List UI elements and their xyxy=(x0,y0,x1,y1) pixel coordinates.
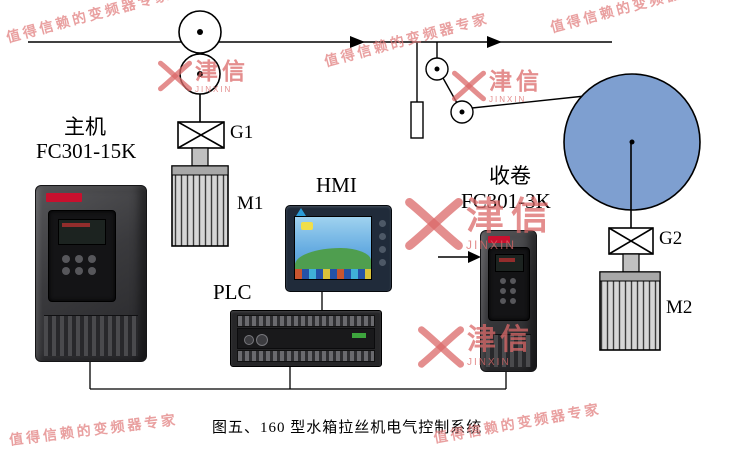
winder-label: 收卷 xyxy=(489,164,531,188)
danfoss-logo-band xyxy=(488,236,510,243)
motor1-label: M1 xyxy=(237,193,264,214)
main-inverter-keypad xyxy=(62,255,70,263)
plc-status-led xyxy=(352,333,366,338)
control-wiring xyxy=(89,290,507,390)
gearbox2-label: G2 xyxy=(659,228,683,249)
main-inverter-fc301-15k xyxy=(35,185,147,362)
hmi-touch-panel xyxy=(285,205,392,292)
gearbox1-label: G1 xyxy=(230,122,254,143)
winder-model: FC301-3K xyxy=(461,189,551,213)
hmi-screen-toolbar xyxy=(295,269,371,279)
main-inverter-heatsink xyxy=(44,315,138,356)
motor-m1 xyxy=(171,165,229,247)
hmi-screen xyxy=(294,216,372,280)
main-inverter-control-panel xyxy=(48,210,116,302)
winder-inverter-display xyxy=(495,254,524,272)
winder-inverter-fc301-3k xyxy=(480,230,537,372)
main-inverter-display xyxy=(58,219,106,245)
gearbox-g2 xyxy=(608,227,654,273)
winder-inverter-keypad xyxy=(500,278,506,284)
wire-direction-arrows xyxy=(350,36,502,48)
hmi-side-buttons xyxy=(379,220,386,227)
danfoss-logo-band xyxy=(46,193,82,202)
plc-body xyxy=(237,328,375,349)
winding-spool xyxy=(563,73,701,228)
gearbox-g1 xyxy=(177,121,225,167)
figure-caption: 图五、160 型水箱拉丝机电气控制系统 xyxy=(212,420,483,436)
hmi-label: HMI xyxy=(316,173,357,197)
capstan-pulleys xyxy=(178,10,222,122)
hmi-screen-graphic xyxy=(295,248,371,270)
winder-inverter-heatsink xyxy=(486,334,531,367)
arrow-to-winder-drive xyxy=(438,251,481,263)
plc-device xyxy=(230,310,382,367)
main-drive-label: 主机 xyxy=(64,115,106,139)
plc-ports xyxy=(244,335,254,345)
winder-inverter-control-panel xyxy=(488,247,530,321)
hmi-screen-graphic xyxy=(301,222,313,230)
delta-logo xyxy=(296,208,306,216)
accumulator-pulleys xyxy=(410,42,586,139)
motor-m2 xyxy=(599,271,661,351)
main-drive-model: FC301-15K xyxy=(36,139,137,163)
plc-terminal-strip-top xyxy=(237,315,375,327)
motor2-label: M2 xyxy=(666,297,693,318)
plc-label: PLC xyxy=(213,280,252,304)
plc-terminal-strip-bottom xyxy=(237,350,375,362)
